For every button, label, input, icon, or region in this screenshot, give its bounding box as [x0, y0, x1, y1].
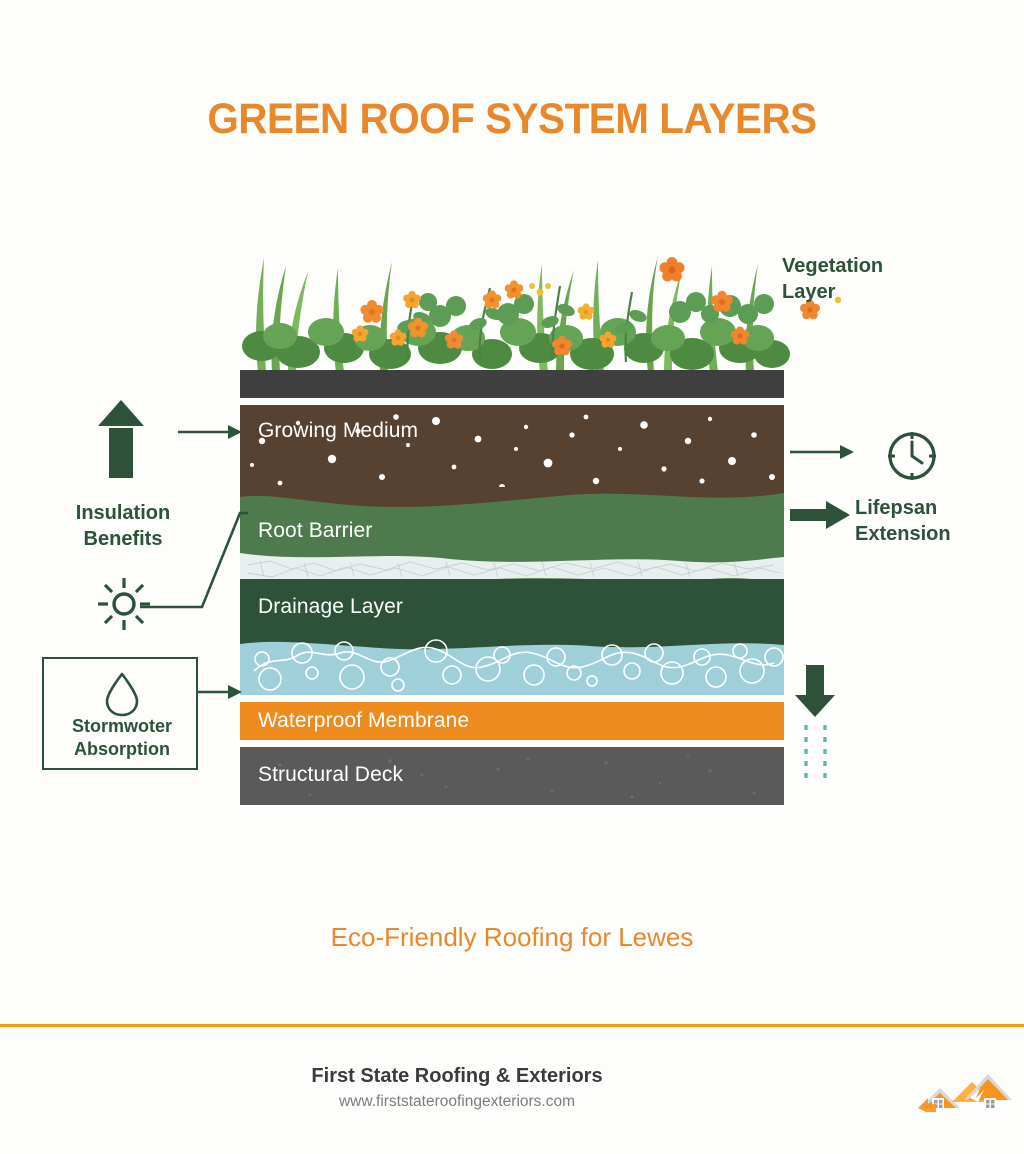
layer-edge-band — [240, 370, 784, 398]
layer-waterproof-membrane: Waterproof Membrane — [240, 702, 784, 740]
vegetation-label-line2: Layer — [782, 281, 836, 304]
roof-house-logo — [918, 1074, 1012, 1112]
insulation-arrow-icon — [178, 425, 242, 439]
layer-gap-3 — [240, 740, 784, 747]
stormwater-arrow-icon — [198, 685, 242, 699]
layer-drainage: Drainage Layer — [240, 579, 784, 643]
root-top-wave — [240, 487, 784, 507]
stormwater-label-line1: Stormwoter — [71, 716, 172, 736]
vegetation-label-line1: Vegetation — [782, 255, 884, 277]
layer-label-growing-medium: Growing Medium — [258, 419, 419, 442]
flower-group — [351, 257, 820, 356]
insulation-label-line2: Benefits — [83, 528, 163, 551]
annotation-lifespan: Lifepsan Extension — [855, 495, 951, 548]
footer-divider — [0, 1024, 1024, 1027]
tagline: Eco-Friendly Roofing for Lewes — [330, 922, 694, 952]
footer-url[interactable]: www.firststateroofingexteriors.com — [338, 1093, 576, 1110]
clock-icon — [888, 432, 936, 480]
roof-layer-stack: Growing Medium Root Barrier Draina — [240, 370, 784, 805]
layer-structural-deck: Structural Deck — [240, 747, 784, 805]
layer-label-structural-deck: Structural Deck — [258, 763, 404, 786]
layer-gap — [240, 398, 784, 405]
insulation-connector-line — [140, 511, 248, 609]
deck-speckles — [278, 755, 756, 799]
vegetation-svg — [242, 256, 842, 372]
lifespan-thick-arrow-icon — [790, 501, 850, 529]
annotation-vegetation-layer: Vegetation Layer — [782, 253, 883, 306]
annotation-insulation: Insulation Benefits — [28, 500, 218, 553]
layer-water-retention — [240, 637, 784, 695]
page-title: GREEN ROOF SYSTEM LAYERS — [207, 95, 817, 143]
annotation-stormwater-box: Stormwoter Absorption — [42, 657, 198, 770]
footer-company-name: First State Roofing & Exteriors — [311, 1065, 603, 1087]
lifespan-label-line1: Lifepsan — [855, 497, 938, 519]
layer-root-barrier: Root Barrier — [240, 487, 784, 559]
stormwater-label-line2: Absorption — [74, 739, 170, 760]
annotation-stormwater-label: Stormwoter Absorption — [44, 715, 200, 762]
sun-icon — [98, 578, 150, 630]
layer-label-drainage: Drainage Layer — [258, 595, 403, 618]
drainage-bubble-pattern — [253, 639, 784, 692]
layer-label-root-barrier: Root Barrier — [258, 519, 373, 542]
insulation-label-line1: Insulation — [75, 502, 171, 524]
layer-gap-2 — [240, 695, 784, 702]
lifespan-thin-arrow-icon — [790, 445, 854, 459]
up-arrow-icon — [98, 400, 144, 478]
vegetation-illustration — [240, 240, 842, 372]
lifespan-label-line2: Extension — [855, 523, 951, 546]
layer-label-membrane: Waterproof Membrane — [258, 709, 470, 732]
water-droplet-icon — [105, 672, 139, 717]
drainage-flow-icon — [795, 665, 835, 779]
